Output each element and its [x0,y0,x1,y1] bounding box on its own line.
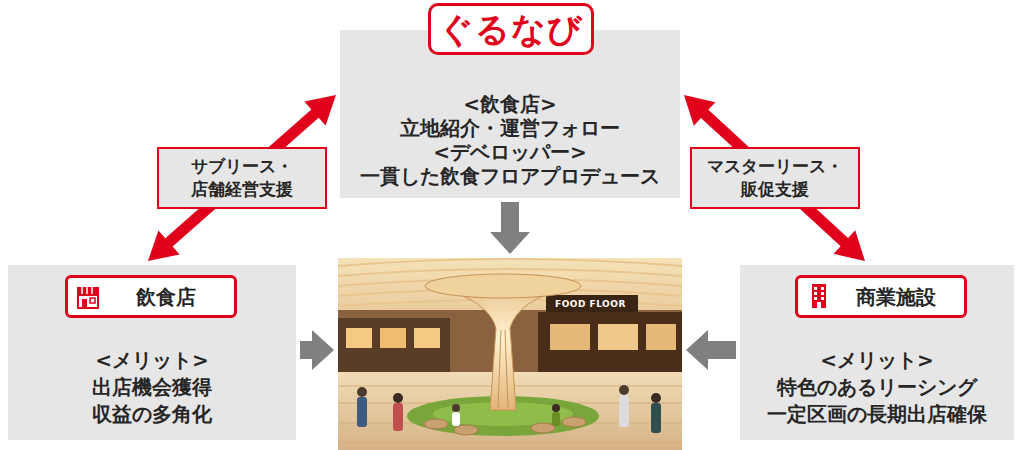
building-icon [806,282,832,310]
block-arrow [490,202,530,254]
logo-box: ぐるなび [428,3,594,55]
badge-text: 商業施設 [856,284,936,310]
edge-label: マスターリース・ 販促支援 [690,147,860,209]
merit-text: 特色のあるリーシング [777,374,977,401]
double-arrow [148,95,336,261]
merit-text: 一定区画の長期出店確保 [767,401,987,428]
merit-text: 出店機会獲得 [92,374,212,401]
double-arrow [684,95,865,261]
block-arrow [686,330,736,370]
merit-text: 収益の多角化 [92,401,212,428]
edge-label: サブリース・ 店舗経営支援 [157,147,327,209]
food-court-illustration [338,258,682,450]
panel-text: 立地紹介・運営フォロー [400,116,620,140]
food-floor-image: FOOD FLOOR [338,258,682,450]
merit-text: <メリット> [95,347,209,374]
panel-text: <デベロッパー> [433,140,587,164]
merit-text: <メリット> [820,347,934,374]
merit-panel: <メリット>特色のあるリーシング一定区画の長期出店確保 商業施設 [740,265,1014,440]
shop-icon [75,284,101,310]
panel-text: <飲食店> [463,92,557,116]
merit-panel: <メリット>出店機会獲得収益の多角化 飲食店 [8,265,296,440]
sign-text: FOOD FLOOR [552,298,629,311]
service-panel: <飲食店>立地紹介・運営フォロー<デベロッパー>一貫した飲食フロアプロデュースぐ… [340,30,680,198]
badge-text: 飲食店 [136,284,196,310]
panel-text: 一貫した飲食フロアプロデュース [360,164,660,188]
block-arrow [300,330,334,370]
role-badge: 飲食店 [65,275,237,318]
logo-text: ぐるなび [439,7,583,51]
